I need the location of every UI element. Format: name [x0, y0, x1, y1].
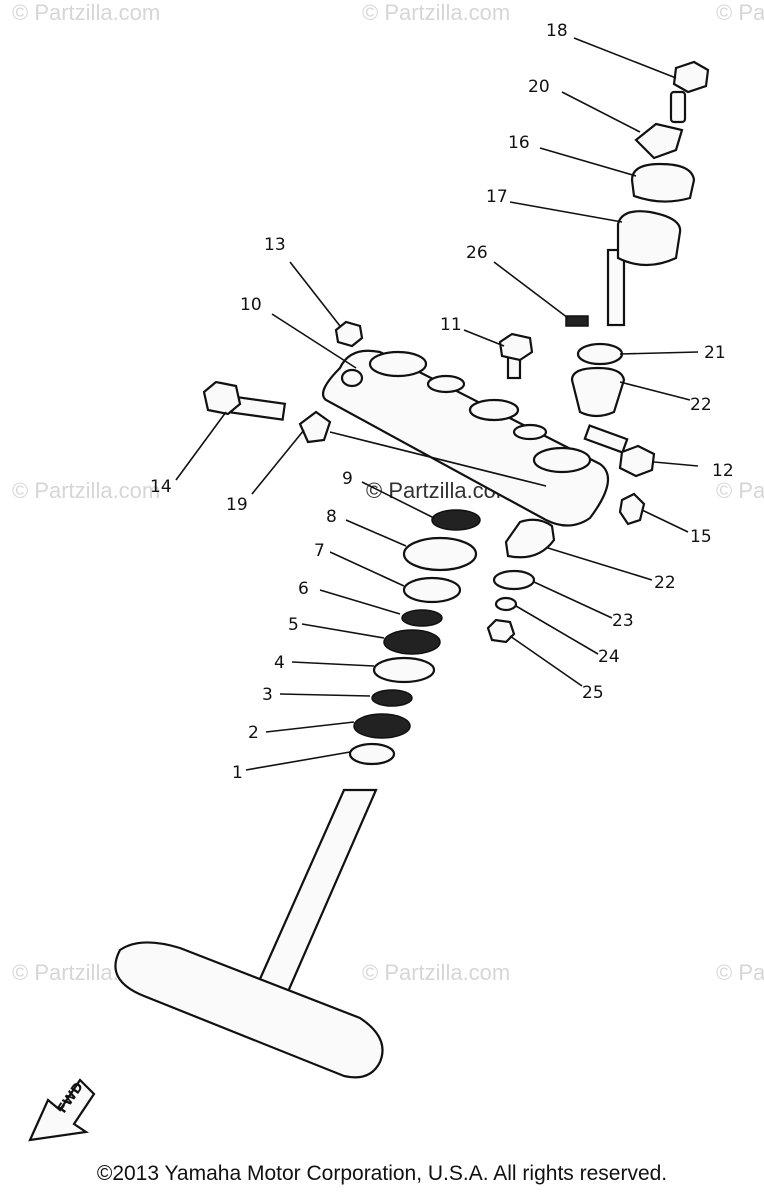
callout-13: 13: [264, 235, 286, 255]
callout-12: 12: [712, 461, 734, 481]
callout-1: 1: [232, 763, 243, 783]
part-22-damper-lower: [504, 518, 556, 559]
part-25-nut: [486, 618, 516, 644]
part-15-nut: [618, 492, 646, 526]
callouts: 18 20 16 17 13 26 10 11 21 22 12 14 19 9…: [150, 21, 734, 783]
part-23-washer: [492, 569, 536, 591]
callout-16: 16: [508, 133, 530, 153]
part-21-washer: [576, 342, 624, 366]
part-26-nut: [565, 315, 589, 327]
part-11-bolt: [498, 332, 534, 380]
callout-22-upper: 22: [690, 395, 712, 415]
part-13-nut: [334, 320, 364, 348]
part-10-upper-bracket: [322, 349, 610, 527]
part-22-damper-upper: [570, 366, 626, 418]
part-12-bolt: [583, 424, 656, 478]
callout-24: 24: [598, 647, 620, 667]
watermark: © Partzilla.com: [362, 960, 510, 985]
part-3-bearing: [371, 689, 413, 707]
watermark: © Partzilla.com: [12, 478, 160, 503]
watermark: © Partzilla.com: [362, 0, 510, 25]
callout-2: 2: [248, 723, 259, 743]
callout-4: 4: [274, 653, 285, 673]
leader-lines: [175, 37, 699, 771]
part-24-washer: [494, 596, 518, 612]
part-5-race: [383, 629, 441, 655]
watermark: © Partzilla.com: [12, 0, 160, 25]
part-7-race: [402, 576, 462, 604]
under-bracket: [114, 788, 384, 1079]
callout-3: 3: [262, 685, 273, 705]
callout-22-lower: 22: [654, 573, 676, 593]
callout-14: 14: [150, 477, 172, 497]
part-9-ring-nut: [431, 509, 481, 531]
callout-7: 7: [314, 541, 325, 561]
part-2-race: [353, 713, 411, 739]
part-1-seal: [348, 742, 396, 766]
callout-18: 18: [546, 21, 568, 41]
part-17-lower-holder: [606, 210, 682, 327]
part-16-upper-holder: [630, 162, 696, 203]
callout-19: 19: [226, 495, 248, 515]
part-18-bolt: [669, 60, 710, 124]
part-14-bolt: [202, 380, 287, 421]
part-8-washer: [402, 536, 478, 572]
part-20-plate: [634, 122, 684, 160]
watermark: © Partzilla.com: [716, 960, 764, 985]
callout-26: 26: [466, 243, 488, 263]
callout-17: 17: [486, 187, 508, 207]
copyright-notice: ©2013 Yamaha Motor Corporation, U.S.A. A…: [96, 1162, 668, 1185]
watermark: © Partzilla.com: [716, 0, 764, 25]
callout-15: 15: [690, 527, 712, 547]
part-6-bearing: [401, 609, 443, 627]
callout-23: 23: [612, 611, 634, 631]
fwd-arrow-icon: FWD: [28, 1078, 96, 1142]
callout-9: 9: [342, 469, 353, 489]
part-19-cable-guide: [298, 410, 332, 444]
callout-25: 25: [582, 683, 604, 703]
callout-6: 6: [298, 579, 309, 599]
callout-10: 10: [240, 295, 262, 315]
callout-21: 21: [704, 343, 726, 363]
callout-5: 5: [288, 615, 299, 635]
callout-20: 20: [528, 77, 550, 97]
part-4-race: [372, 656, 436, 684]
callout-11: 11: [440, 315, 462, 335]
callout-8: 8: [326, 507, 337, 527]
watermark: © Partzilla.com: [716, 478, 764, 503]
